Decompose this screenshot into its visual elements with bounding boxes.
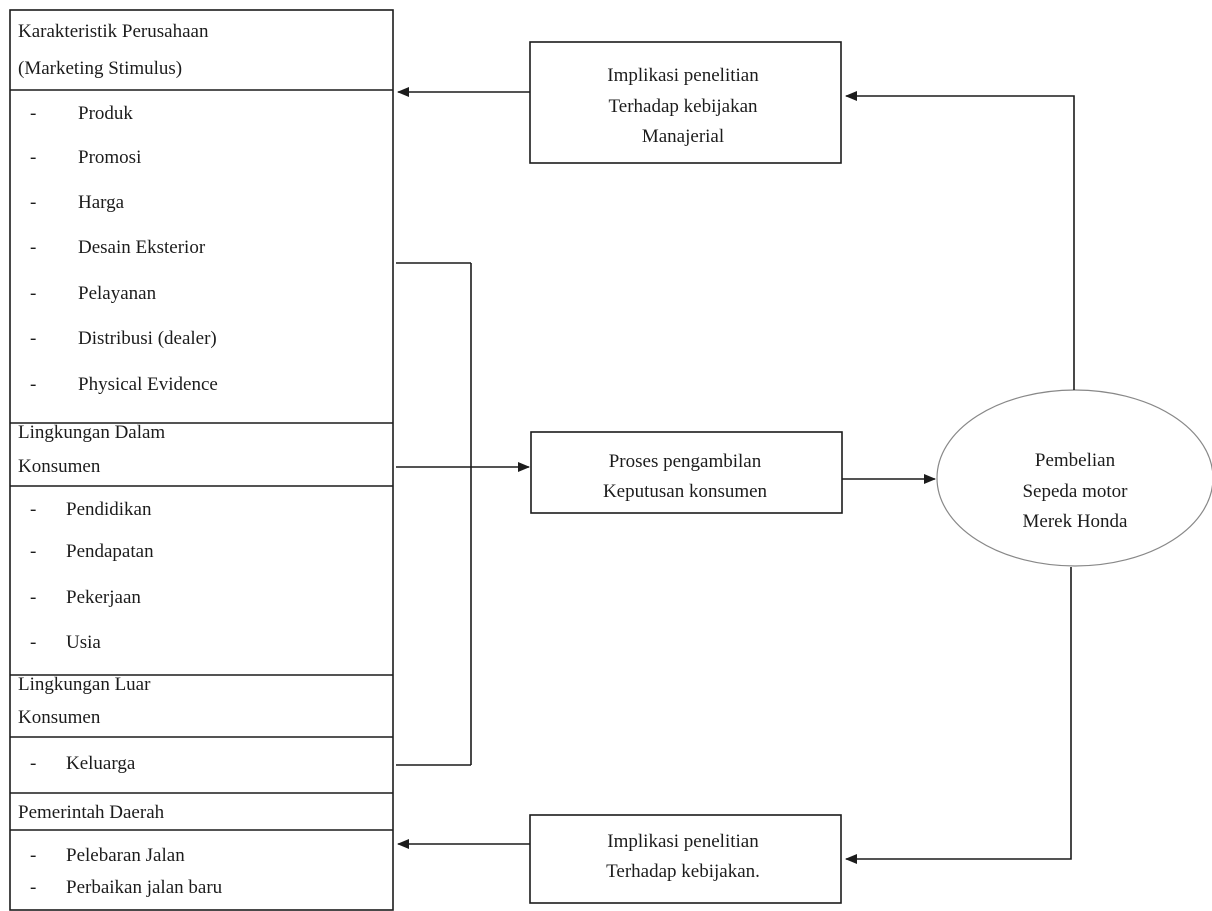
list-item-pelayanan: Pelayanan <box>78 283 157 304</box>
section2-heading-line2: Konsumen <box>18 456 101 477</box>
arrow-pembelian-to-implikasi-top <box>845 91 1075 390</box>
section3-heading-line1: Lingkungan Luar <box>18 674 151 695</box>
list-item-perbaikan-jalan: Perbaikan jalan baru <box>66 877 223 898</box>
implikasi-bottom-line2: Terhadap kebijakan. <box>606 861 760 882</box>
list-item-produk: Produk <box>78 103 133 124</box>
bullet-dash: - <box>30 374 36 395</box>
list-item-desain-eksterior: Desain Eksterior <box>78 237 206 258</box>
proses-line1: Proses pengambilan <box>609 451 762 472</box>
list-item-promosi: Promosi <box>78 147 141 168</box>
implikasi-bottom-box <box>529 814 842 904</box>
proses-keputusan-box <box>530 431 843 514</box>
bullet-dash: - <box>30 192 36 213</box>
list-item-pendapatan: Pendapatan <box>66 541 154 562</box>
list-item-harga: Harga <box>78 192 125 213</box>
bullet-dash: - <box>30 147 36 168</box>
ellipse-line3: Merek Honda <box>1023 511 1129 532</box>
ellipse-line1: Pembelian <box>1035 450 1116 471</box>
bullet-dash: - <box>30 499 36 520</box>
bullet-dash: - <box>30 753 36 774</box>
bullet-dash: - <box>30 283 36 304</box>
list-item-distribusi: Distribusi (dealer) <box>78 328 217 349</box>
implikasi-top-line3: Manajerial <box>642 126 724 147</box>
bullet-dash: - <box>30 877 36 898</box>
implikasi-bottom-line1: Implikasi penelitian <box>607 831 759 852</box>
implikasi-top-box <box>529 41 842 164</box>
arrow-pembelian-to-implikasi-bottom <box>845 567 1072 864</box>
bullet-dash: - <box>30 632 36 653</box>
bullet-dash: - <box>30 328 36 349</box>
implikasi-top-line2: Terhadap kebijakan <box>608 96 758 117</box>
proses-line2: Keputusan konsumen <box>603 481 768 502</box>
bullet-dash: - <box>30 587 36 608</box>
pembelian-honda-ellipse <box>936 389 1212 567</box>
list-item-pekerjaan: Pekerjaan <box>66 587 141 608</box>
ellipse-line2: Sepeda motor <box>1022 481 1128 502</box>
bullet-dash: - <box>30 103 36 124</box>
section3-heading-line2: Konsumen <box>18 707 101 728</box>
section1-heading-line2: (Marketing Stimulus) <box>18 58 182 79</box>
left-panel-frame <box>9 9 394 911</box>
bullet-dash: - <box>30 845 36 866</box>
list-item-keluarga: Keluarga <box>66 753 136 774</box>
list-item-physical-evidence: Physical Evidence <box>78 374 218 395</box>
bullet-dash: - <box>30 541 36 562</box>
section4-heading-line1: Pemerintah Daerah <box>18 802 165 823</box>
list-item-pelebaran-jalan: Pelebaran Jalan <box>66 845 185 866</box>
section2-heading-line1: Lingkungan Dalam <box>18 422 165 443</box>
implikasi-top-line1: Implikasi penelitian <box>607 65 759 86</box>
bullet-dash: - <box>30 237 36 258</box>
list-item-pendidikan: Pendidikan <box>66 499 152 520</box>
section1-heading-line1: Karakteristik Perusahaan <box>18 21 209 42</box>
list-item-usia: Usia <box>66 632 101 653</box>
